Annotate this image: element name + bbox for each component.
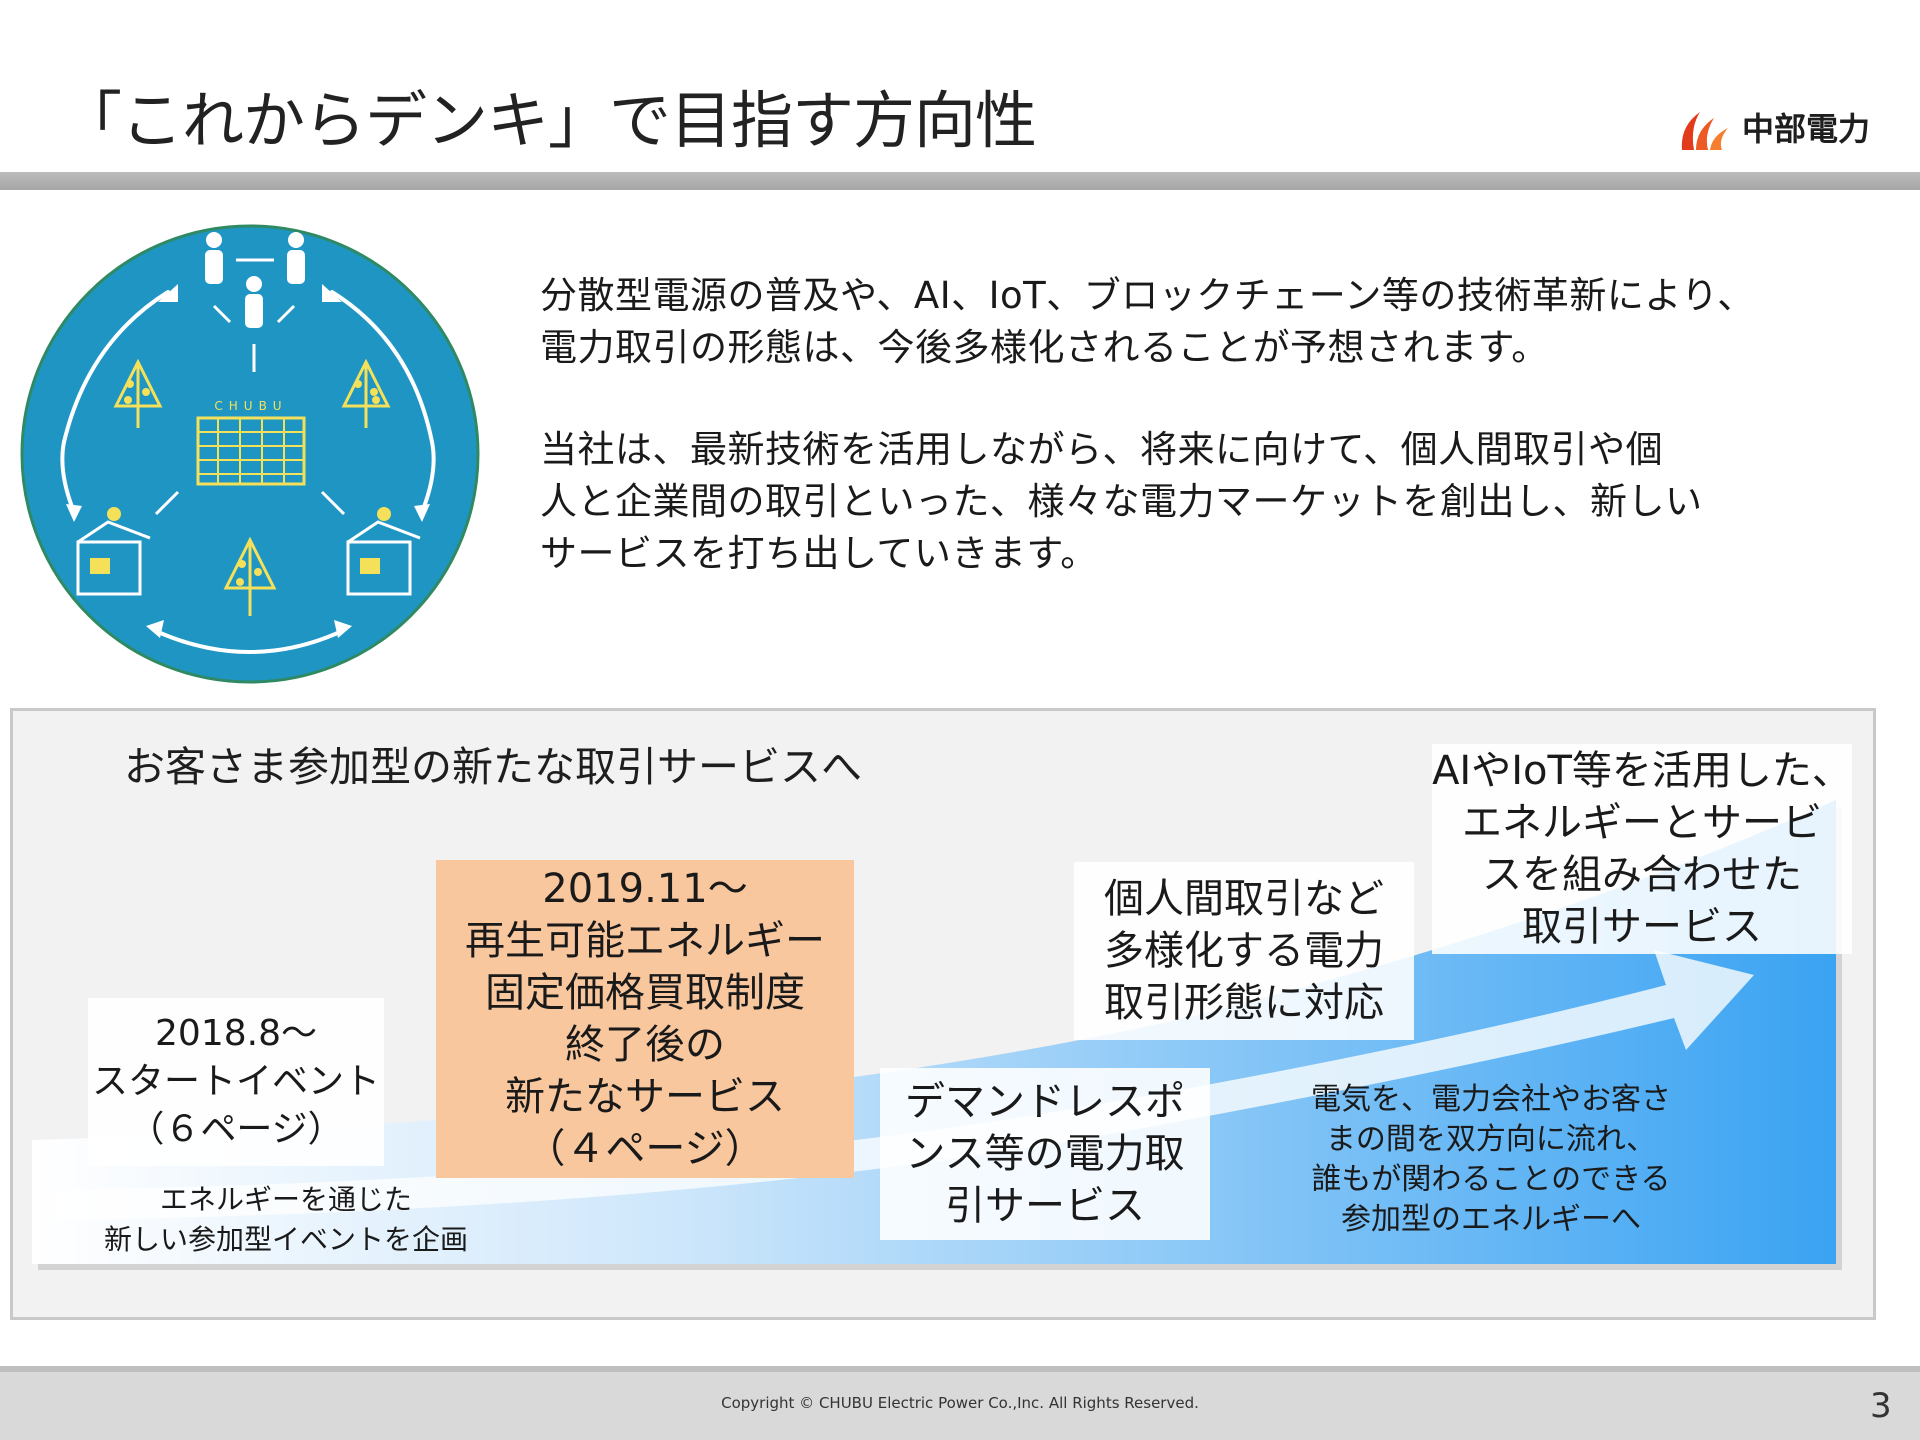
copyright-text: Copyright © CHUBU Electric Power Co.,Inc… xyxy=(721,1394,1199,1412)
step-start-event: 2018.8～ スタートイベント （６ページ） xyxy=(88,998,384,1166)
company-logo: 中部電力 xyxy=(1676,104,1876,154)
step-line: 新たなサービス xyxy=(505,1074,785,1120)
step-line: ンス等の電力取 xyxy=(905,1131,1185,1177)
logo-text: 中部電力 xyxy=(1742,110,1871,148)
step-line: エネルギーとサービ xyxy=(1462,800,1822,846)
step-date: 2018.8～ xyxy=(155,1013,317,1054)
caption-line: エネルギーを通じた xyxy=(159,1183,412,1216)
tree-icon xyxy=(113,358,391,616)
person-icon xyxy=(205,232,305,328)
house-icon xyxy=(76,520,421,596)
flame-logo-icon xyxy=(1681,112,1728,150)
step-line: 多様化する電力 xyxy=(1104,928,1384,974)
step-line: 個人間取引など xyxy=(1104,876,1384,922)
caption-line: 参加型のエネルギーへ xyxy=(1341,1202,1641,1237)
lightbulb-icon xyxy=(107,507,391,521)
step-line: 引サービス xyxy=(945,1183,1145,1229)
step-line: （６ページ） xyxy=(128,1109,344,1150)
step-demand-response: デマンドレスポ ンス等の電力取 引サービス xyxy=(880,1068,1210,1240)
step-ai-iot-service: AIやIoT等を活用した、 エネルギーとサービ スを組み合わせた 取引サービス xyxy=(1432,744,1852,954)
intro-paragraph-1: 分散型電源の普及や、AI、IoT、ブロックチェーン等の技術革新により、 電力取引… xyxy=(540,270,1755,374)
footer-bar xyxy=(0,1366,1920,1440)
building-icon: CHUBU xyxy=(196,399,306,486)
energy-network-illustration: CHUBU xyxy=(20,224,480,684)
text-line: 人と企業間の取引といった、様々な電力マーケットを創出し、新しい xyxy=(540,480,1703,523)
step-line: 再生可能エネルギー xyxy=(465,918,825,964)
text-line: 分散型電源の普及や、AI、IoT、ブロックチェーン等の技術革新により、 xyxy=(540,274,1755,317)
step-line: 終了後の xyxy=(565,1022,725,1068)
step-line: スタートイベント xyxy=(91,1061,380,1102)
step-p2p-trading: 個人間取引など 多様化する電力 取引形態に対応 xyxy=(1074,862,1414,1040)
caption-line: まの間を双方向に流れ、 xyxy=(1325,1122,1657,1157)
step-line: AIやIoT等を活用した、 xyxy=(1432,748,1852,794)
event-caption: エネルギーを通じた 新しい参加型イベントを企画 xyxy=(96,1180,476,1260)
svg-text:CHUBU: CHUBU xyxy=(214,399,287,413)
text-line: 当社は、最新技術を活用しながら、将来に向けて、個人間取引や個 xyxy=(540,428,1664,471)
text-line: 電力取引の形態は、今後多様化されることが予想されます。 xyxy=(540,326,1549,369)
caption-line: 新しい参加型イベントを企画 xyxy=(103,1223,468,1256)
step-line: 取引サービス xyxy=(1522,904,1762,950)
caption-line: 誰もが関わることのできる xyxy=(1311,1162,1671,1197)
text-line: サービスを打ち出していきます。 xyxy=(540,532,1098,575)
step-date: 2019.11～ xyxy=(542,866,748,912)
intro-paragraph-2: 当社は、最新技術を活用しながら、将来に向けて、個人間取引や個 人と企業間の取引と… xyxy=(540,424,1703,580)
page-number: 3 xyxy=(1870,1386,1892,1426)
roadmap-title: お客さま参加型の新たな取引サービスへ xyxy=(124,743,862,791)
step-line: 固定価格買取制度 xyxy=(485,970,805,1016)
step-line: 取引形態に対応 xyxy=(1104,980,1384,1026)
step-line: デマンドレスポ xyxy=(905,1079,1185,1125)
step-line: （４ページ） xyxy=(525,1126,765,1172)
header-divider xyxy=(0,172,1920,190)
step-line: スを組み合わせた xyxy=(1482,852,1802,898)
page-title: 「これからデンキ」で目指す方向性 xyxy=(60,84,1037,157)
vision-caption: 電気を、電力会社やお客さ まの間を双方向に流れ、 誰もが関わることのできる 参加… xyxy=(1296,1080,1686,1240)
step-fit-service: 2019.11～ 再生可能エネルギー 固定価格買取制度 終了後の 新たなサービス… xyxy=(436,860,854,1178)
caption-line: 電気を、電力会社やお客さ xyxy=(1311,1082,1671,1117)
